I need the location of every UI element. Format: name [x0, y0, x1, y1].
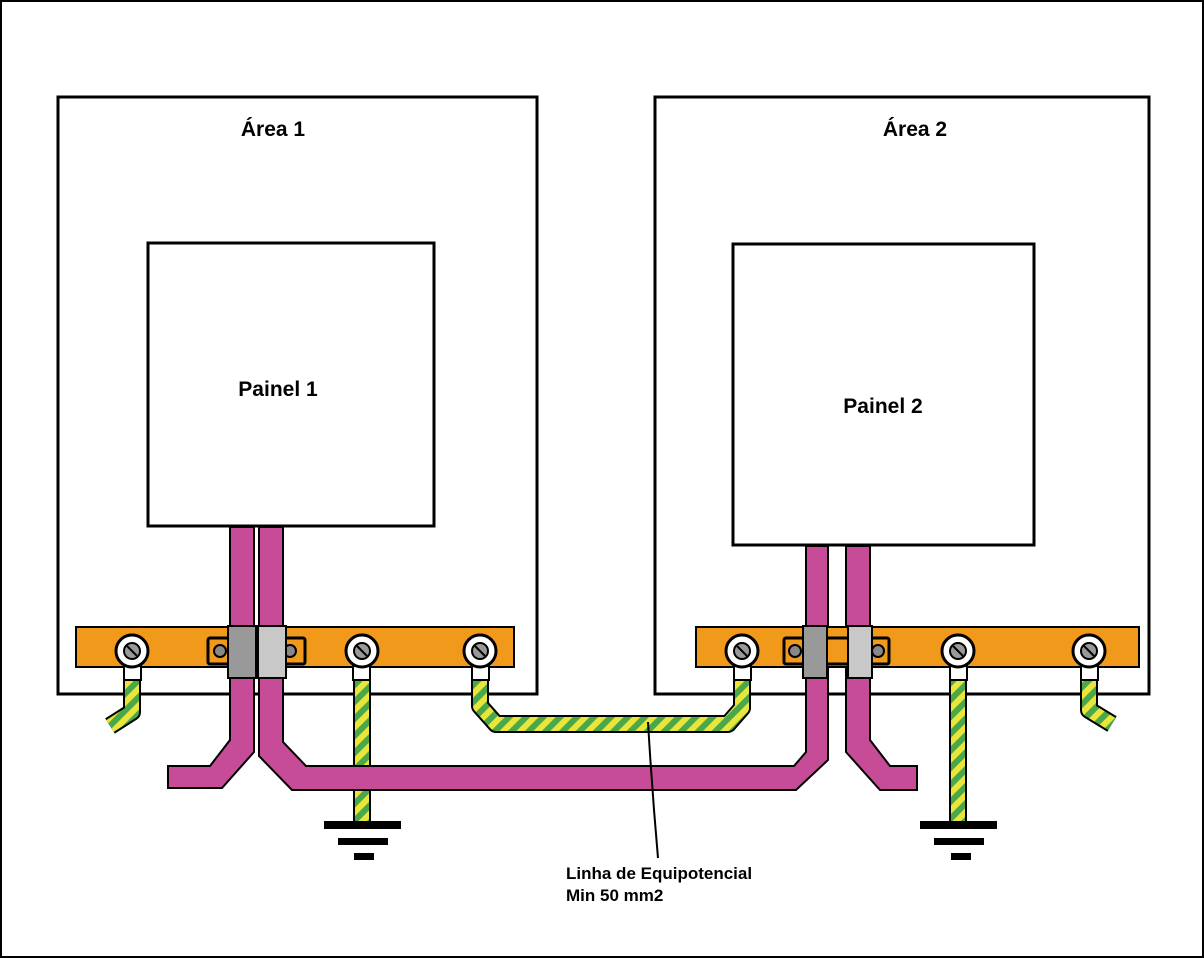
area-2-title: Área 2 — [883, 118, 947, 141]
terminal-lug-a1-1 — [114, 633, 150, 681]
terminal-lug-a1-2 — [344, 633, 380, 681]
annotation-leader — [647, 721, 659, 859]
busbar-area-2 — [695, 626, 1140, 668]
terminal-lugs — [114, 633, 1107, 681]
panel-1-box — [146, 241, 436, 528]
clamp-area-2 — [782, 625, 891, 679]
terminal-lug-a2-3 — [1071, 633, 1107, 681]
ground-symbol-area-2 — [920, 821, 997, 860]
panel-1-label: Painel 1 — [238, 378, 318, 401]
ground-symbol-area-1 — [324, 821, 401, 860]
shield-conduits — [167, 526, 918, 791]
annotation-line-2: Min 50 mm2 — [566, 886, 663, 905]
area-1-title: Área 1 — [241, 118, 306, 141]
terminal-lug-a2-1 — [724, 633, 760, 681]
annotation-line-1: Linha de Equipotencial — [566, 864, 752, 883]
panel-2-label: Painel 2 — [843, 395, 922, 418]
terminal-lug-a2-2 — [940, 633, 976, 681]
clamp-area-1 — [206, 625, 307, 679]
panel-2-box — [731, 242, 1036, 547]
terminal-lug-a1-3 — [462, 633, 498, 681]
